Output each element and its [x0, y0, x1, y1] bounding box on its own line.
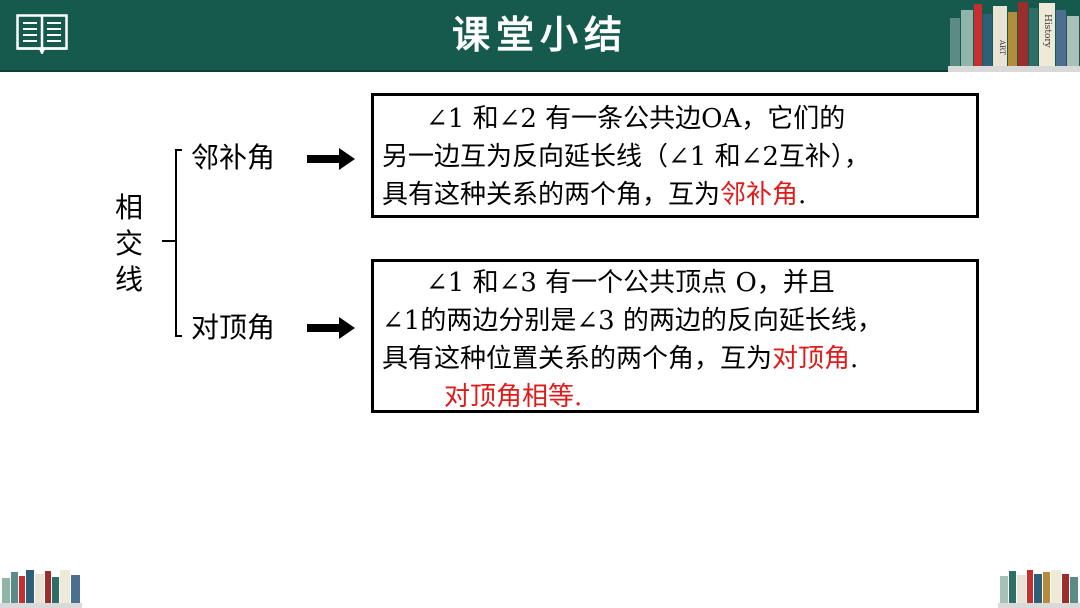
arrow-right-icon: [307, 146, 357, 172]
definition-box-vertical-angles: ∠1 和∠3 有一个公共顶点 O，并且 ∠1的两边分别是∠3 的两边的反向延长线…: [371, 259, 979, 413]
definition-text: 具有这种位置关系的两个角，互为: [382, 344, 772, 374]
highlight-term: 对顶角: [772, 344, 850, 374]
header-divider: [0, 70, 1080, 72]
root-char: 线: [112, 262, 146, 298]
bookshelf-decoration-bottom-left: [0, 568, 82, 608]
definition-line: 具有这种位置关系的两个角，互为对顶角.: [382, 340, 976, 378]
arrow-right-icon: [307, 315, 357, 341]
definition-box-adjacent-supplementary: ∠1 和∠2 有一条公共边OA，它们的 另一边互为反向延长线（∠1 和∠2互补）…: [371, 93, 979, 218]
tree-bracket: [156, 148, 186, 338]
period: .: [798, 180, 806, 210]
definition-line: ∠1 和∠3 有一个公共顶点 O，并且: [382, 264, 976, 302]
bookshelf-decoration-top: ART History: [948, 0, 1080, 72]
definition-line: ∠1的两边分别是∠3 的两边的反向延长线，: [382, 302, 976, 340]
root-char: 交: [112, 226, 146, 262]
root-char: 相: [112, 190, 146, 226]
period: .: [850, 344, 858, 374]
definition-text: 具有这种关系的两个角，互为: [382, 180, 720, 210]
definition-line: 具有这种关系的两个角，互为邻补角.: [382, 176, 976, 214]
bookshelf-decoration-bottom-right: [998, 568, 1080, 608]
root-label-intersecting-lines: 相 交 线: [112, 190, 146, 298]
shelf-label-history: History: [1042, 14, 1052, 49]
highlight-term: 邻补角: [720, 180, 798, 210]
page-title: 课堂小结: [0, 12, 1080, 58]
conclusion-text: 对顶角相等.: [382, 378, 976, 416]
definition-line: ∠1 和∠2 有一条公共边OA，它们的: [382, 100, 976, 138]
shelf-label-art: ART: [998, 39, 1006, 55]
definition-line: 另一边互为反向延长线（∠1 和∠2互补），: [382, 138, 976, 176]
branch-label-adjacent-supplementary: 邻补角: [191, 141, 275, 175]
branch-label-vertical-angles: 对顶角: [191, 311, 275, 345]
